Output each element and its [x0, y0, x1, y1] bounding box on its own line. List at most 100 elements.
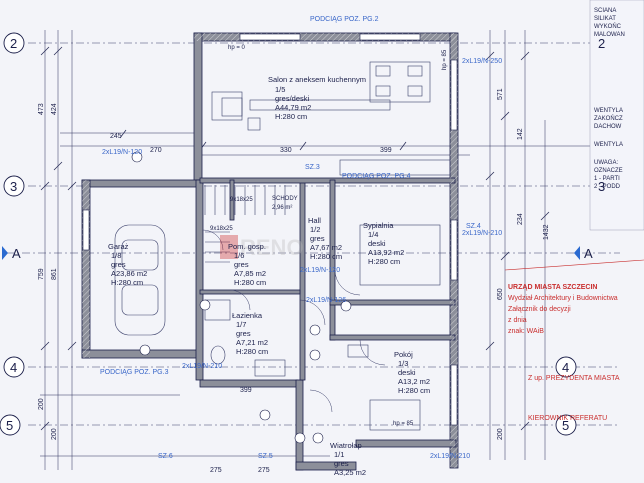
room-height: H:280 cm [234, 278, 266, 287]
dim-right-4: 234 [517, 213, 524, 225]
room-height: H:280 cm [236, 347, 268, 356]
label-sz4: SZ.4 [466, 223, 481, 230]
room-area: A7,85 m2 [234, 269, 266, 278]
stamp-line-4: z dnia [508, 317, 527, 324]
room-height: H:280 cm [368, 257, 400, 266]
room-name: Hall [308, 216, 321, 225]
room-number: 1/6 [234, 251, 244, 260]
podciag-pg2: PODCIĄG POZ. PG.2 [310, 16, 379, 23]
note-line: WENTYLA [594, 142, 623, 148]
room-sypialnia: Sypialnia 1/4 deski A13,92 m2 H:280 cm [363, 221, 404, 266]
room-height: H:280 cm [111, 278, 143, 287]
svg-text:RENO: RENO [240, 235, 304, 260]
dim-left-6: 200 [51, 428, 58, 440]
axis-3-right: 3 [598, 179, 605, 194]
door-markers [131, 151, 352, 444]
label-sz3: SZ.3 [305, 164, 320, 171]
note-line: WYKOŃC [594, 23, 622, 30]
room-area: A3,25 m2 [334, 468, 366, 477]
room-name: Salon z aneksem kuchennym [268, 75, 366, 84]
lintel-4: 2xL19/N-120 [300, 267, 340, 274]
room-name: Wiatrołap [330, 441, 362, 450]
stamp-line-6: Z up. PREZYDENTA MIASTA [528, 375, 620, 382]
room-floor: gres [236, 329, 251, 338]
axis-4-left: 4 [10, 360, 17, 375]
room-height: H:280 cm [398, 386, 430, 395]
dim-right-3: 142 [517, 128, 524, 140]
room-area: A13,92 m2 [368, 248, 404, 257]
room-name: Sypialnia [363, 221, 394, 230]
room-area: A23,86 m2 [111, 269, 147, 278]
furniture [114, 61, 451, 431]
room-number: 1/4 [368, 230, 378, 239]
note-line: UWAGA: [594, 160, 618, 166]
dim-right-2: 571 [497, 88, 504, 100]
room-area: A44,79 m2 [275, 103, 311, 112]
notes-panel [589, 0, 644, 231]
room-area: A7,21 m2 [236, 338, 268, 347]
note-line: SILIKAT [594, 16, 616, 22]
dim-bottom-2: 275 [258, 467, 270, 474]
lintel-1: 2xL19/N-250 [462, 58, 502, 65]
axis-5-right: 5 [562, 418, 569, 433]
dim-left-1: 473 [38, 103, 45, 115]
dim-top-4: 270 [150, 147, 162, 154]
room-garaz: Garaż 1/8 gres A23,86 m2 H:280 cm [108, 242, 147, 287]
podciag-pg4: PODCIĄG POZ. PG.4 [342, 173, 411, 180]
room-pom-gosp: Pom. gosp. 1/6 gres A7,85 m2 H:280 cm [228, 242, 266, 287]
dim-left-2: 424 [51, 103, 58, 115]
note-line: 1 - PARTI [594, 176, 620, 182]
room-floor: gres/deski [275, 94, 310, 103]
approval-stamp: URZĄD MIASTA SZCZECIN Wydział Architektu… [508, 284, 620, 422]
room-floor: deski [398, 368, 416, 377]
stamp-line-1: URZĄD MIASTA SZCZECIN [508, 284, 597, 291]
room-floor: gres [334, 459, 349, 468]
dim-top-2: 399 [380, 147, 392, 154]
room-wiatrolap: Wiatrołap 1/1 gres A3,25 m2 [330, 441, 366, 477]
stamp-line-7: KIEROWNIK REFERATU [528, 415, 607, 422]
label-schody-size: 2,96 m² [272, 205, 292, 211]
room-height: H:280 cm [310, 252, 342, 261]
watermark-logo: RENO [220, 235, 304, 260]
axis-2-right: 2 [598, 36, 605, 51]
section-a-left: A [12, 246, 21, 261]
stamp-box [504, 259, 644, 271]
label-hp0: hp = 0 [228, 45, 246, 51]
room-floor: gres [310, 234, 325, 243]
windows [82, 33, 458, 426]
dim-top-3: 245 [110, 133, 122, 140]
note-line: MALOWAN [594, 32, 625, 38]
dim-left-5: 200 [38, 398, 45, 410]
room-floor: gres [111, 260, 126, 269]
room-lazienka: Łazienka 1/7 gres A7,21 m2 H:280 cm [232, 311, 268, 356]
dimension-lines [40, 30, 610, 470]
dim-left-3: 759 [38, 268, 45, 280]
room-number: 1/1 [334, 450, 344, 459]
dim-right-5: 650 [497, 288, 504, 300]
label-hp85-b: hp = 85 [393, 421, 414, 427]
room-salon: Salon z aneksem kuchennym 1/5 gres/deski… [268, 75, 366, 121]
label-sz5: SZ.5 [258, 453, 273, 460]
axis-4-right: 4 [562, 360, 569, 375]
axis-3-left: 3 [10, 179, 17, 194]
stamp-line-5: znak: WAiB [508, 328, 544, 335]
room-name: Pom. gosp. [228, 242, 266, 251]
note-line: SCIANA [594, 8, 616, 14]
door-swings [202, 229, 386, 413]
room-hall: Hall 1/2 gres A7,67 m2 H:280 cm [308, 216, 342, 261]
label-stair-dim-a: 9x18x25 [230, 197, 253, 203]
label-stair-dim-b: 9x18x25 [210, 226, 233, 232]
note-line: ZAKOŃCZ [594, 115, 623, 122]
room-area: A13,2 m2 [398, 377, 430, 386]
section-a-right: A [584, 246, 593, 261]
dim-left-4: 861 [51, 268, 58, 280]
right-notes: SCIANA SILIKAT WYKOŃC MALOWAN WENTYLA ZA… [594, 8, 625, 190]
axis-5-left: 5 [6, 418, 13, 433]
stamp-line-2: Wydział Architektury i Budownictwa [508, 295, 618, 302]
room-name: Pokój [394, 350, 413, 359]
room-floor: gres [234, 260, 249, 269]
room-area: A7,67 m2 [310, 243, 342, 252]
